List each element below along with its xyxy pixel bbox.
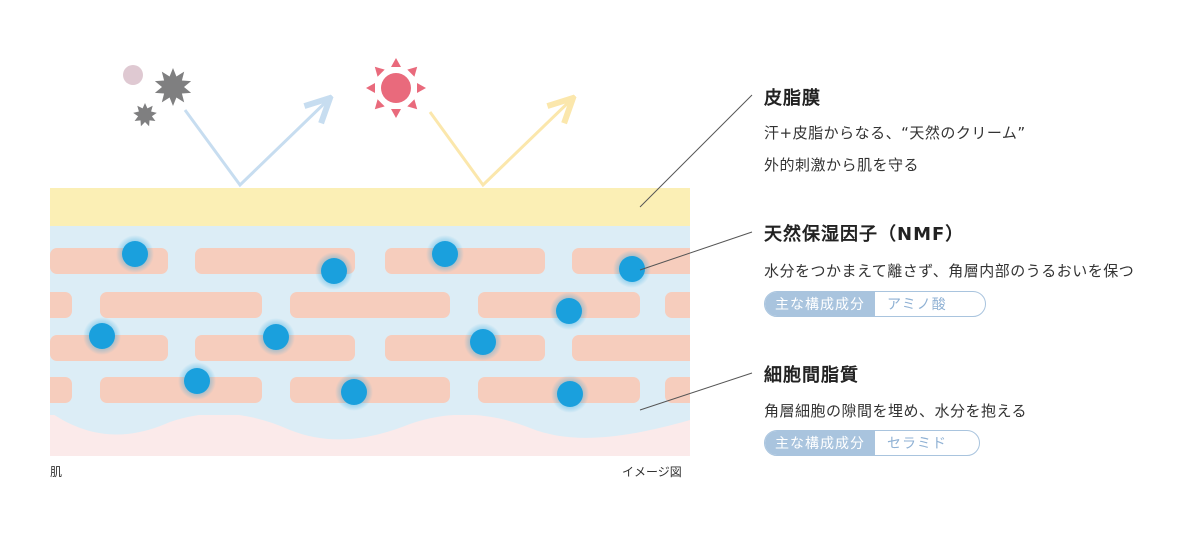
corneocyte-cell <box>50 292 72 318</box>
corneocyte-cell <box>572 335 690 361</box>
sun-ray <box>407 99 418 110</box>
wavy-skin-boundary <box>50 395 690 440</box>
nmf-dot <box>89 323 115 349</box>
nmf-dot <box>341 379 367 405</box>
corneocyte-cell <box>290 292 450 318</box>
sun-ray <box>366 83 375 93</box>
lipid-tag-value: セラミド <box>887 436 947 452</box>
nmf-dot <box>432 241 458 267</box>
sun-ray <box>391 58 401 67</box>
lipid-tag-label: 主な構成成分 <box>765 431 875 455</box>
leader-line-sebum <box>639 94 753 208</box>
sebum-film-layer <box>50 188 690 226</box>
sebum-film-title: 皮脂膜 <box>764 88 821 109</box>
nmf-dot <box>470 329 496 355</box>
sebum-film-line-2: 外的刺激から肌を守る <box>764 156 920 174</box>
pollen-dot-icon <box>123 65 143 85</box>
image-caption: イメージ図 <box>622 465 682 479</box>
nmf-ingredient-tag: 主な構成成分 アミノ酸 <box>764 291 986 317</box>
corneocyte-cell <box>665 377 690 403</box>
leader-line-lipid <box>639 372 753 411</box>
lipid-ingredient-tag: 主な構成成分 セラミド <box>764 430 980 456</box>
sun-ray <box>407 66 418 77</box>
nmf-title: 天然保湿因子（NMF） <box>764 224 965 245</box>
skin-caption: 肌 <box>50 465 63 479</box>
sun-ray <box>374 66 385 77</box>
small-dust-particle-icon <box>133 103 157 127</box>
nmf-dot <box>122 241 148 267</box>
dust-particle-icon <box>154 68 192 106</box>
corneocyte-cell <box>385 248 545 274</box>
intercellular-lipid-line-1: 角層細胞の隙間を埋め、水分を抱える <box>764 402 1028 420</box>
intercellular-lipid-title: 細胞間脂質 <box>764 365 859 386</box>
nmf-line-1: 水分をつかまえて離さず、角層内部のうるおいを保つ <box>764 262 1135 280</box>
corneocyte-cell <box>195 248 355 274</box>
nmf-dot-group <box>83 235 651 413</box>
sun-ray <box>417 83 426 93</box>
reflection-arrow-yellow <box>428 98 573 188</box>
nmf-dot <box>556 298 582 324</box>
sun-ray <box>374 99 385 110</box>
reflection-arrow-blue <box>183 98 330 188</box>
corneocyte-cell <box>665 292 690 318</box>
skin-cross-section <box>50 188 690 456</box>
nmf-tag-label: 主な構成成分 <box>765 292 875 316</box>
leader-line-nmf <box>639 231 753 271</box>
corneocyte-cell <box>50 377 72 403</box>
corneocyte-cell <box>100 292 262 318</box>
sun-ray <box>391 109 401 118</box>
nmf-dot <box>557 381 583 407</box>
sebum-film-line-1: 汗+皮脂からなる、“天然のクリーム” <box>764 124 1026 142</box>
nmf-dot <box>184 368 210 394</box>
nmf-dot <box>321 258 347 284</box>
nmf-dot <box>619 256 645 282</box>
nmf-tag-value: アミノ酸 <box>887 297 947 313</box>
sun-icon <box>366 58 426 118</box>
nmf-dot <box>263 324 289 350</box>
